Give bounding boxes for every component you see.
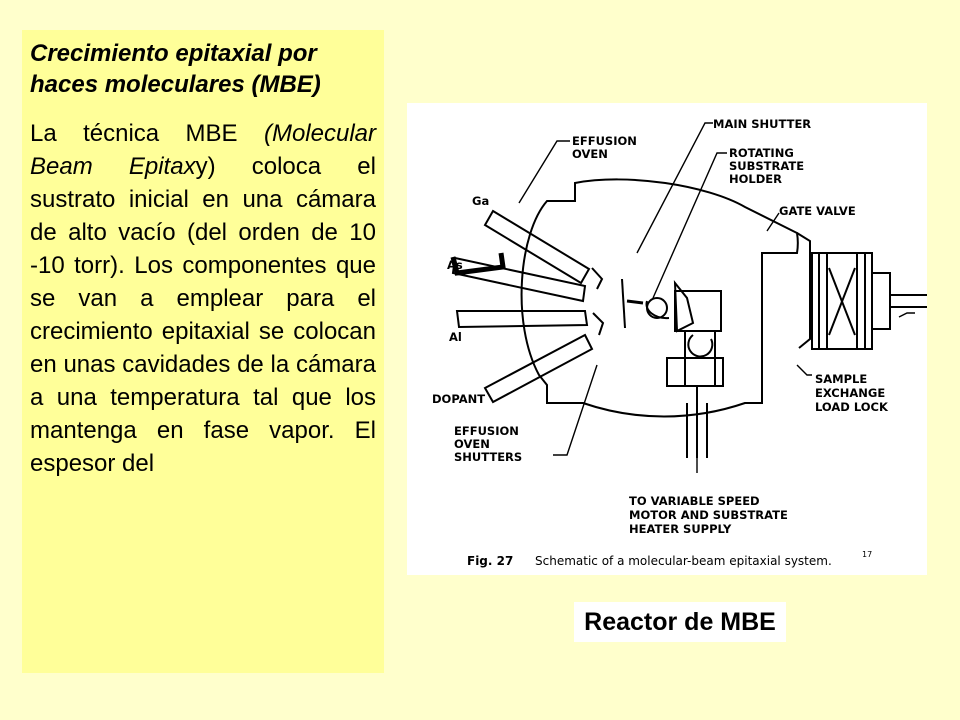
shutters-and-holder <box>591 267 724 458</box>
chamber-outline <box>520 178 811 418</box>
effusion-ovens <box>450 209 594 404</box>
reactor-label: Reactor de MBE <box>574 602 786 642</box>
slide-title: Crecimiento epitaxial por haces molecula… <box>30 40 321 98</box>
label-rotating-line3: HOLDER <box>729 172 782 186</box>
label-effusion-oven-line1: EFFUSION <box>572 134 637 148</box>
label-ga: Ga <box>472 194 489 208</box>
label-dopant: DOPANT <box>432 392 485 406</box>
label-effusion-oven-line2: OVEN <box>572 147 608 161</box>
caption-ref: 17 <box>862 550 872 559</box>
label-al: Al <box>449 330 462 344</box>
label-motor-line2: MOTOR AND SUBSTRATE <box>629 508 788 522</box>
text-content: Crecimiento epitaxial por haces molecula… <box>30 38 376 480</box>
body-intro: La técnica MBE <box>30 120 264 147</box>
label-shutters-line1: EFFUSION <box>454 424 519 438</box>
label-sample-line3: LOAD LOCK <box>815 400 889 414</box>
label-motor-line1: TO VARIABLE SPEED <box>629 494 760 508</box>
body-term: (Molecular Beam Epitax <box>30 120 376 180</box>
caption-fig-number: Fig. 27 <box>467 554 513 568</box>
figure-caption: Fig. 27 Schematic of a molecular-beam ep… <box>467 550 872 568</box>
leader-lines <box>518 122 915 473</box>
mbe-schematic-drawing: MAIN SHUTTER EFFUSION OVEN ROTATING SUBS… <box>432 117 927 568</box>
label-rotating-line2: SUBSTRATE <box>729 159 804 173</box>
body-paragraph: La técnica MBE (Molecular Beam Epitaxy) … <box>30 117 376 480</box>
label-motor-line3: HEATER SUPPLY <box>629 522 732 536</box>
label-sample-line2: EXCHANGE <box>815 386 885 400</box>
body-rest: y) coloca el sustrato inicial en una cám… <box>30 153 376 477</box>
label-sample-line1: SAMPLE <box>815 372 867 386</box>
mbe-schematic-figure: MAIN SHUTTER EFFUSION OVEN ROTATING SUBS… <box>407 103 927 575</box>
gate-valve-assembly <box>811 252 927 350</box>
label-shutters-line3: SHUTTERS <box>454 450 522 464</box>
label-as: As <box>447 258 463 272</box>
label-gate-valve: GATE VALVE <box>779 204 856 218</box>
label-rotating-line1: ROTATING <box>729 146 794 160</box>
schematic-labels: MAIN SHUTTER EFFUSION OVEN ROTATING SUBS… <box>432 117 889 536</box>
label-shutters-line2: OVEN <box>454 437 490 451</box>
text-panel <box>22 30 384 673</box>
caption-text: Schematic of a molecular-beam epitaxial … <box>535 554 832 568</box>
label-main-shutter: MAIN SHUTTER <box>713 117 811 131</box>
